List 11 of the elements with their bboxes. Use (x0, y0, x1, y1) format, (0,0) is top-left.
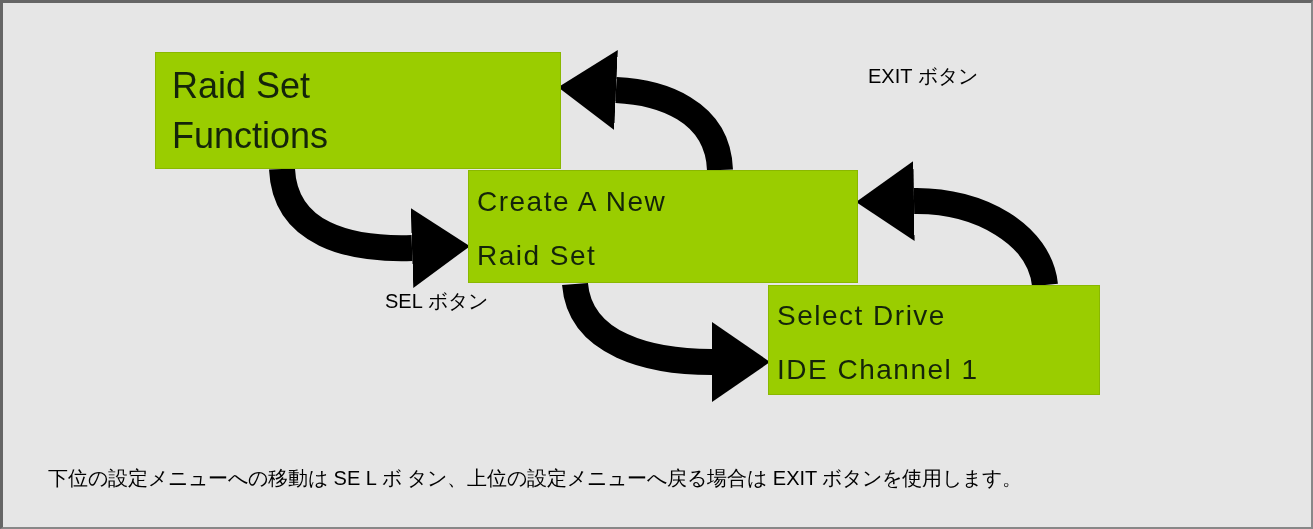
menu-screen (468, 170, 858, 283)
menu-text: Create A New Raid Set (477, 185, 668, 273)
menu-text: Raid Set Functions (172, 64, 330, 158)
button-label: EXIT ボタン (868, 64, 978, 89)
button-label: SEL ボタン (385, 289, 488, 314)
menu-screen (768, 285, 1100, 395)
menu-screen (155, 52, 561, 169)
menu-text: Select Drive IDE Channel 1 (777, 299, 980, 387)
curved-arrow (562, 281, 770, 402)
curved-arrow (269, 167, 470, 288)
caption-text: 下位の設定メニューへの移動は SE L ボ タン、上位の設定メニューへ戻る場合は EXIT ボタンを使用します。 (48, 466, 1023, 491)
